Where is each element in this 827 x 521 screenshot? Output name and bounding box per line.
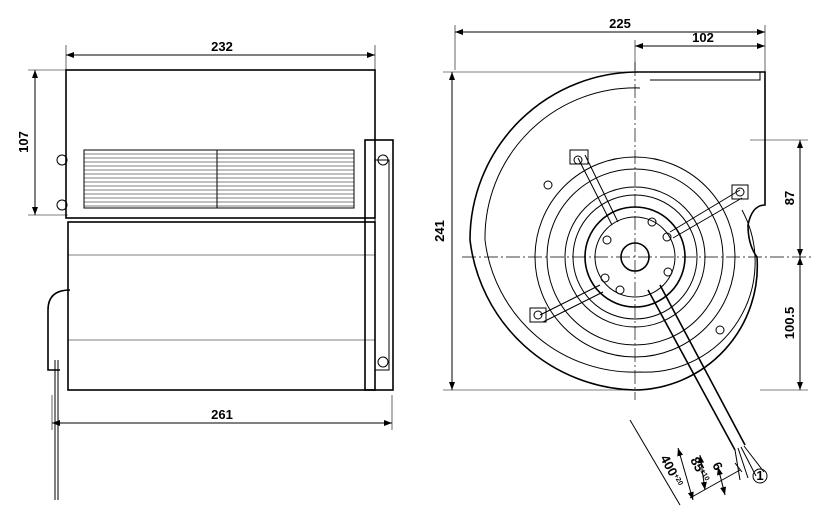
dim-label-85: 85±10 (687, 454, 713, 484)
mounting-flange (364, 139, 394, 391)
dim-label-100-5: 100.5 (782, 307, 797, 340)
screw-icon (615, 285, 625, 295)
dim-label-102: 102 (692, 30, 714, 45)
front-view: 225 102 241 87 100.5 (432, 16, 812, 506)
dim-label-232: 232 (211, 39, 233, 54)
screw-icon (533, 310, 543, 320)
dim-label-400: 400+20 (657, 452, 686, 489)
housing-scroll-outline (65, 69, 376, 219)
motor-housing (67, 221, 376, 391)
cable (54, 360, 59, 500)
screw-icon (715, 325, 725, 335)
screw-icon (600, 273, 610, 283)
motor-rotor (584, 206, 686, 308)
screw-icon (602, 235, 612, 245)
callout-circle (752, 468, 768, 484)
dim-line-400 (677, 447, 694, 501)
screw-icon (647, 217, 657, 227)
cable (647, 284, 746, 451)
dim-label-261: 261 (211, 407, 233, 422)
dim-label-6: 6 (709, 459, 726, 472)
dim-line-6 (717, 466, 726, 496)
dim-label-107: 107 (16, 131, 31, 153)
screw-icon (663, 267, 673, 277)
side-view: 232 107 261 (16, 39, 394, 500)
callout-label: 1 (756, 468, 763, 483)
impeller-ring (534, 156, 736, 358)
impeller-grille (83, 149, 355, 209)
scroll-housing (469, 71, 766, 391)
cable-wires (734, 445, 765, 481)
dim-label-225: 225 (609, 16, 631, 31)
mounting-strut (577, 154, 619, 226)
screw-icon (662, 232, 672, 242)
screw-icon (543, 180, 553, 190)
dim-label-241: 241 (432, 220, 447, 242)
hub (620, 242, 650, 272)
cable-gland (47, 289, 71, 371)
dim-label-87: 87 (782, 191, 797, 205)
dim-line-85 (698, 454, 707, 491)
